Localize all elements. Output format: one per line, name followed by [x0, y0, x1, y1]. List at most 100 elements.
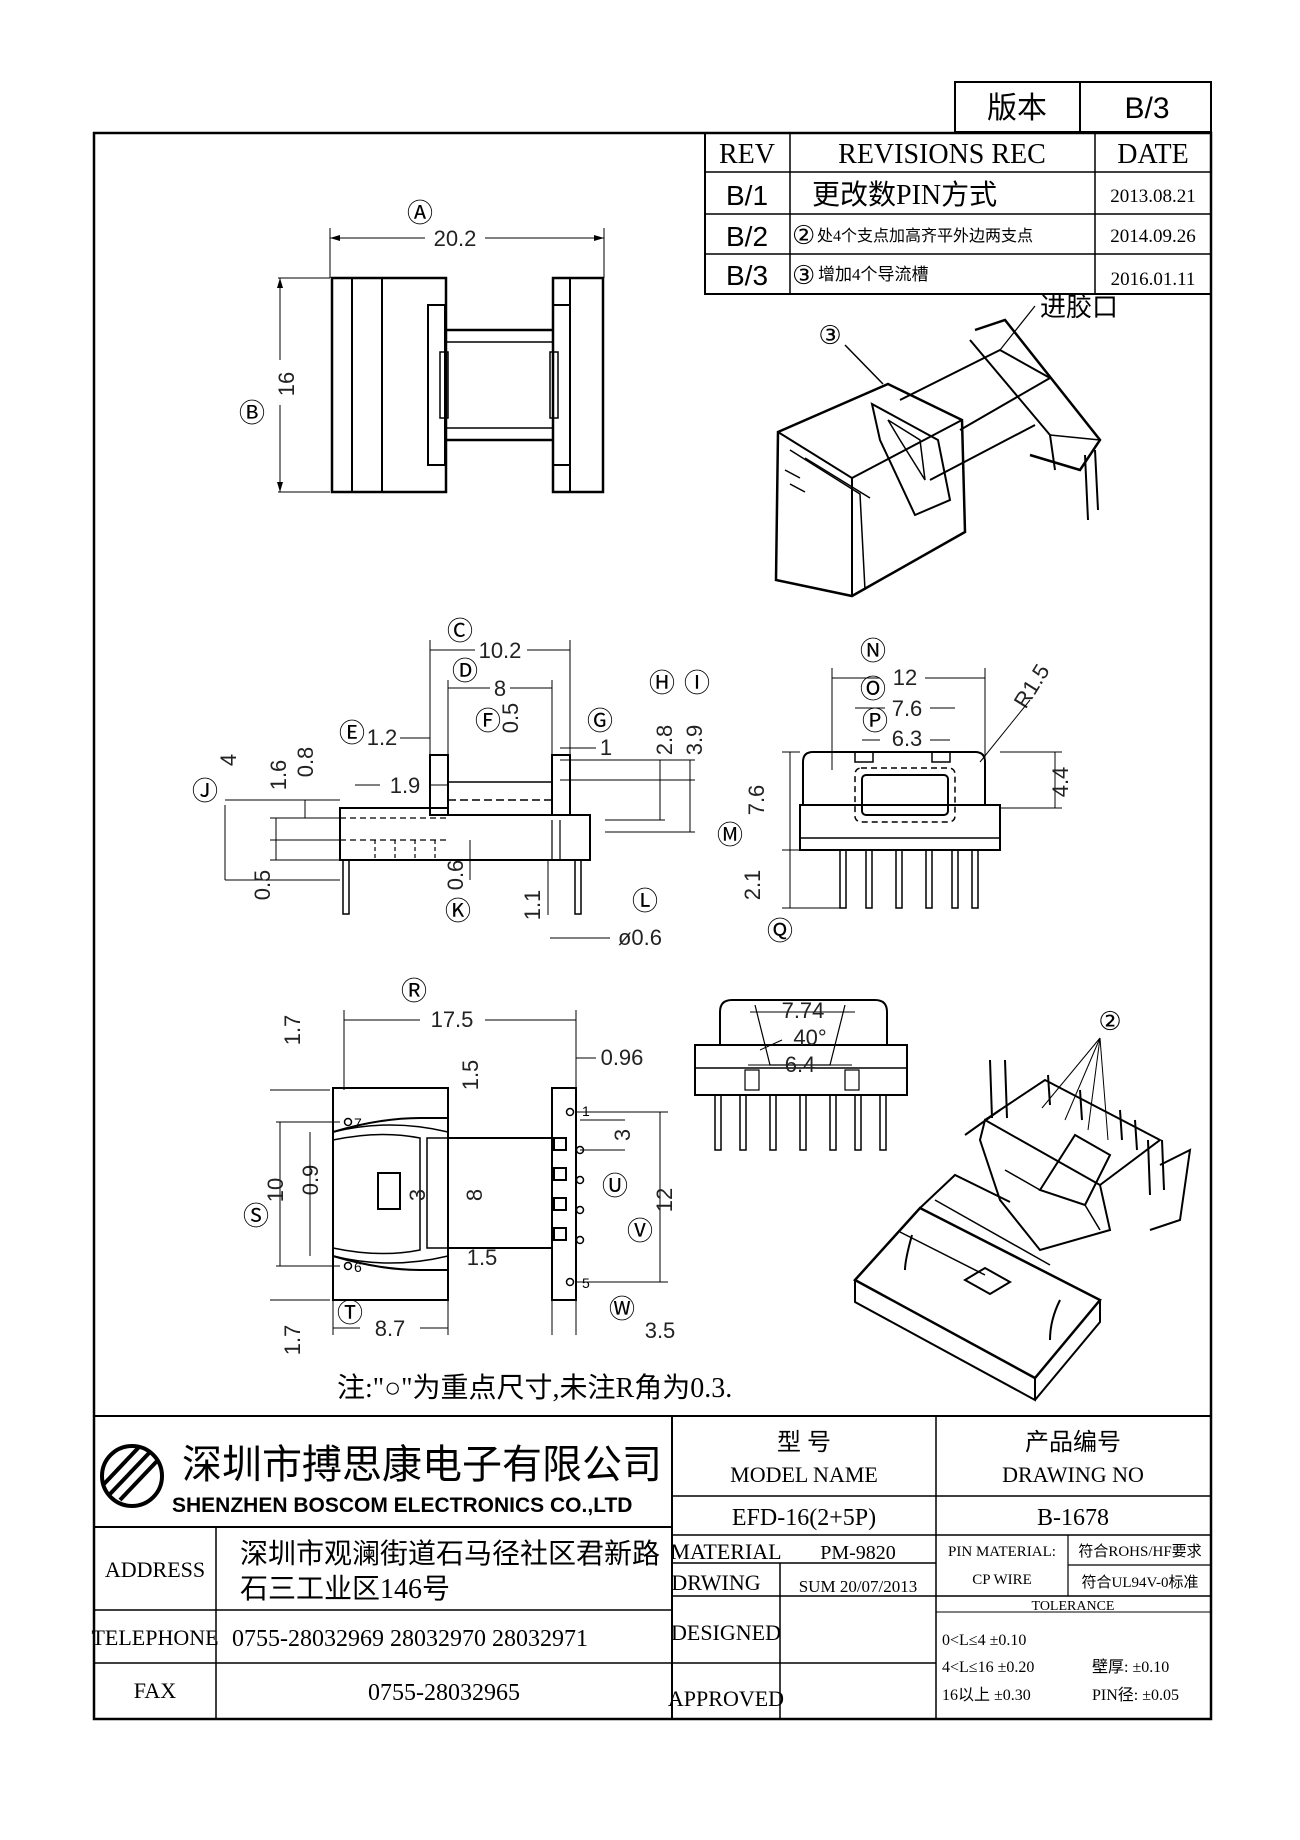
dim-R15: R1.5 — [1009, 660, 1055, 713]
label-S: Ⓢ — [243, 1201, 269, 1231]
rev-row-1-rev: B/1 — [726, 180, 768, 211]
iso-view-bottom: ② — [853, 1006, 1192, 1402]
pin-6: 6 — [354, 1259, 362, 1275]
label-P: Ⓟ — [862, 706, 888, 736]
gate-label: 进胶口 — [1040, 293, 1118, 322]
dim-A: 20.2 — [434, 226, 477, 251]
rev-row-1-date: 2013.08.21 — [1110, 186, 1196, 207]
pin-7: 7 — [354, 1115, 362, 1131]
dim-11: 1.1 — [520, 890, 545, 921]
fax-label: FAX — [134, 1678, 176, 1703]
approved-label: APPROVED — [668, 1686, 784, 1711]
label-T: Ⓣ — [337, 1298, 363, 1328]
telephone-value: 0755-28032969 28032970 28032971 — [232, 1626, 588, 1652]
dim-19: 1.9 — [390, 773, 421, 798]
dim-44: 4.4 — [1048, 767, 1073, 798]
dim-R: 17.5 — [431, 1007, 474, 1032]
label-V: Ⓥ — [627, 1216, 653, 1246]
iso-bottom-marker: ② — [1098, 1006, 1121, 1036]
label-F: Ⓕ — [475, 706, 501, 736]
rohs-spec: 符合ROHS/HF要求 — [1078, 1543, 1201, 1560]
dim-3b: 3 — [610, 1129, 635, 1141]
dim-P: 6.3 — [892, 726, 923, 751]
dim-E: 1.2 — [367, 725, 398, 750]
dim-T: 8.7 — [375, 1316, 406, 1341]
drawing-label-cn: 产品编号 — [1025, 1429, 1121, 1456]
rev-row-3-rev: B/3 — [726, 260, 768, 291]
dim-F: 0.5 — [498, 703, 523, 734]
bottom-view: Ⓡ 17.5 1.7 1.7 1.5 1.5 0.96 — [243, 976, 677, 1355]
label-B: Ⓑ — [239, 398, 265, 428]
dim-J-b: 0.8 — [293, 747, 318, 778]
label-H: Ⓗ — [649, 668, 675, 698]
label-L: Ⓛ — [632, 886, 658, 916]
ul-spec: 符合UL94V-0标准 — [1082, 1574, 1199, 1591]
pin-dia-tolerance: PIN径: ±0.05 — [1092, 1686, 1179, 1704]
label-C: Ⓒ — [447, 616, 473, 646]
cp-wire: CP WIRE — [972, 1572, 1032, 1588]
label-I: Ⓘ — [684, 668, 710, 698]
rev-row-3-desc: 增加4个导流槽 — [818, 265, 929, 284]
telephone-label: TELEPHONE — [91, 1625, 218, 1650]
iso-top-marker: ③ — [818, 320, 841, 350]
dim-O: 7.6 — [892, 696, 923, 721]
dim-J-a: 1.6 — [266, 760, 291, 791]
label-W: Ⓦ — [609, 1294, 635, 1324]
dim-V: 12 — [652, 1188, 677, 1212]
fax-value: 0755-28032965 — [368, 1680, 520, 1706]
label-E: Ⓔ — [339, 718, 365, 748]
front-view: Ⓝ 12 Ⓞ 7.6 Ⓟ 6.3 R1.5 4. — [717, 636, 1073, 946]
company-name-cn: 深圳市搏思康电子有限公司 — [182, 1443, 662, 1487]
company-name-en: SHENZHEN BOSCOM ELECTRONICS CO.,LTD — [172, 1494, 632, 1517]
dim-H: 2.8 — [652, 725, 677, 756]
model-label-en: MODEL NAME — [730, 1462, 878, 1487]
dim-G: 1 — [600, 735, 612, 760]
dim-L: ø0.6 — [618, 925, 662, 950]
pin-1: 1 — [582, 1103, 590, 1119]
dim-774: 7.74 — [782, 998, 825, 1023]
rev-row-2-desc: 处4个支点加高齐平外边两支点 — [817, 227, 1033, 245]
tolerance-2: 4<L≤16 ±0.20 — [942, 1659, 1034, 1676]
tolerance-1: 0<L≤4 ±0.10 — [942, 1632, 1026, 1649]
title-block: 深圳市搏思康电子有限公司 SHENZHEN BOSCOM ELECTRONICS… — [91, 1415, 1211, 1719]
rev-row-1-desc: 更改数PIN方式 — [812, 179, 997, 211]
dim-M: 7.6 — [744, 785, 769, 816]
rev-header: REV — [719, 139, 775, 170]
dim-J: 4 — [216, 754, 241, 766]
designed-label: DESIGNED — [671, 1620, 781, 1645]
label-U: Ⓤ — [602, 1171, 628, 1201]
dim-17a: 1.7 — [280, 1015, 305, 1046]
top-view: Ⓐ 20.2 16 Ⓑ — [239, 198, 605, 494]
dim-K: 0.6 — [443, 860, 468, 891]
dim-17b: 1.7 — [280, 1325, 305, 1356]
address-line-2: 石三工业区146号 — [240, 1574, 450, 1605]
label-O: Ⓞ — [860, 674, 886, 704]
material-value: PM-9820 — [820, 1542, 896, 1564]
side-view: Ⓒ 10.2 Ⓓ 8 Ⓔ 1.2 Ⓕ 0.5 Ⓖ 1 Ⓗ Ⓘ 2.8 3.9 Ⓙ… — [192, 616, 710, 950]
dim-W: 3.5 — [645, 1318, 676, 1343]
label-M: Ⓜ — [717, 820, 743, 850]
iso-view-top: ③ 进胶口 — [774, 293, 1118, 598]
label-G: Ⓖ — [587, 706, 613, 736]
label-Q: Ⓠ — [767, 916, 793, 946]
label-N: Ⓝ — [860, 636, 886, 666]
pin-material-label: PIN MATERIAL: — [948, 1544, 1056, 1560]
rev-row-3-date: 2016.01.11 — [1111, 269, 1196, 290]
dim-3a: 3 — [405, 1189, 430, 1201]
dim-15b: 1.5 — [467, 1245, 498, 1270]
label-R: Ⓡ — [401, 976, 427, 1006]
rev-row-2-rev: B/2 — [726, 221, 768, 252]
drawing-value: B-1678 — [1037, 1505, 1109, 1531]
pin-5: 5 — [582, 1275, 590, 1291]
material-label: MATERIAL — [670, 1539, 781, 1564]
rev-row-3-mark: ③ — [792, 260, 815, 290]
dim-I: 3.9 — [682, 725, 707, 756]
label-D: Ⓓ — [452, 656, 478, 686]
tolerance-3: 16以上 ±0.30 — [942, 1686, 1031, 1704]
wall-tolerance: 壁厚: ±0.10 — [1092, 1657, 1169, 1676]
rev-row-2-mark: ② — [792, 220, 815, 250]
dim-21: 2.1 — [740, 870, 765, 901]
dim-05b: 0.5 — [250, 870, 275, 901]
dim-D: 8 — [494, 676, 506, 701]
